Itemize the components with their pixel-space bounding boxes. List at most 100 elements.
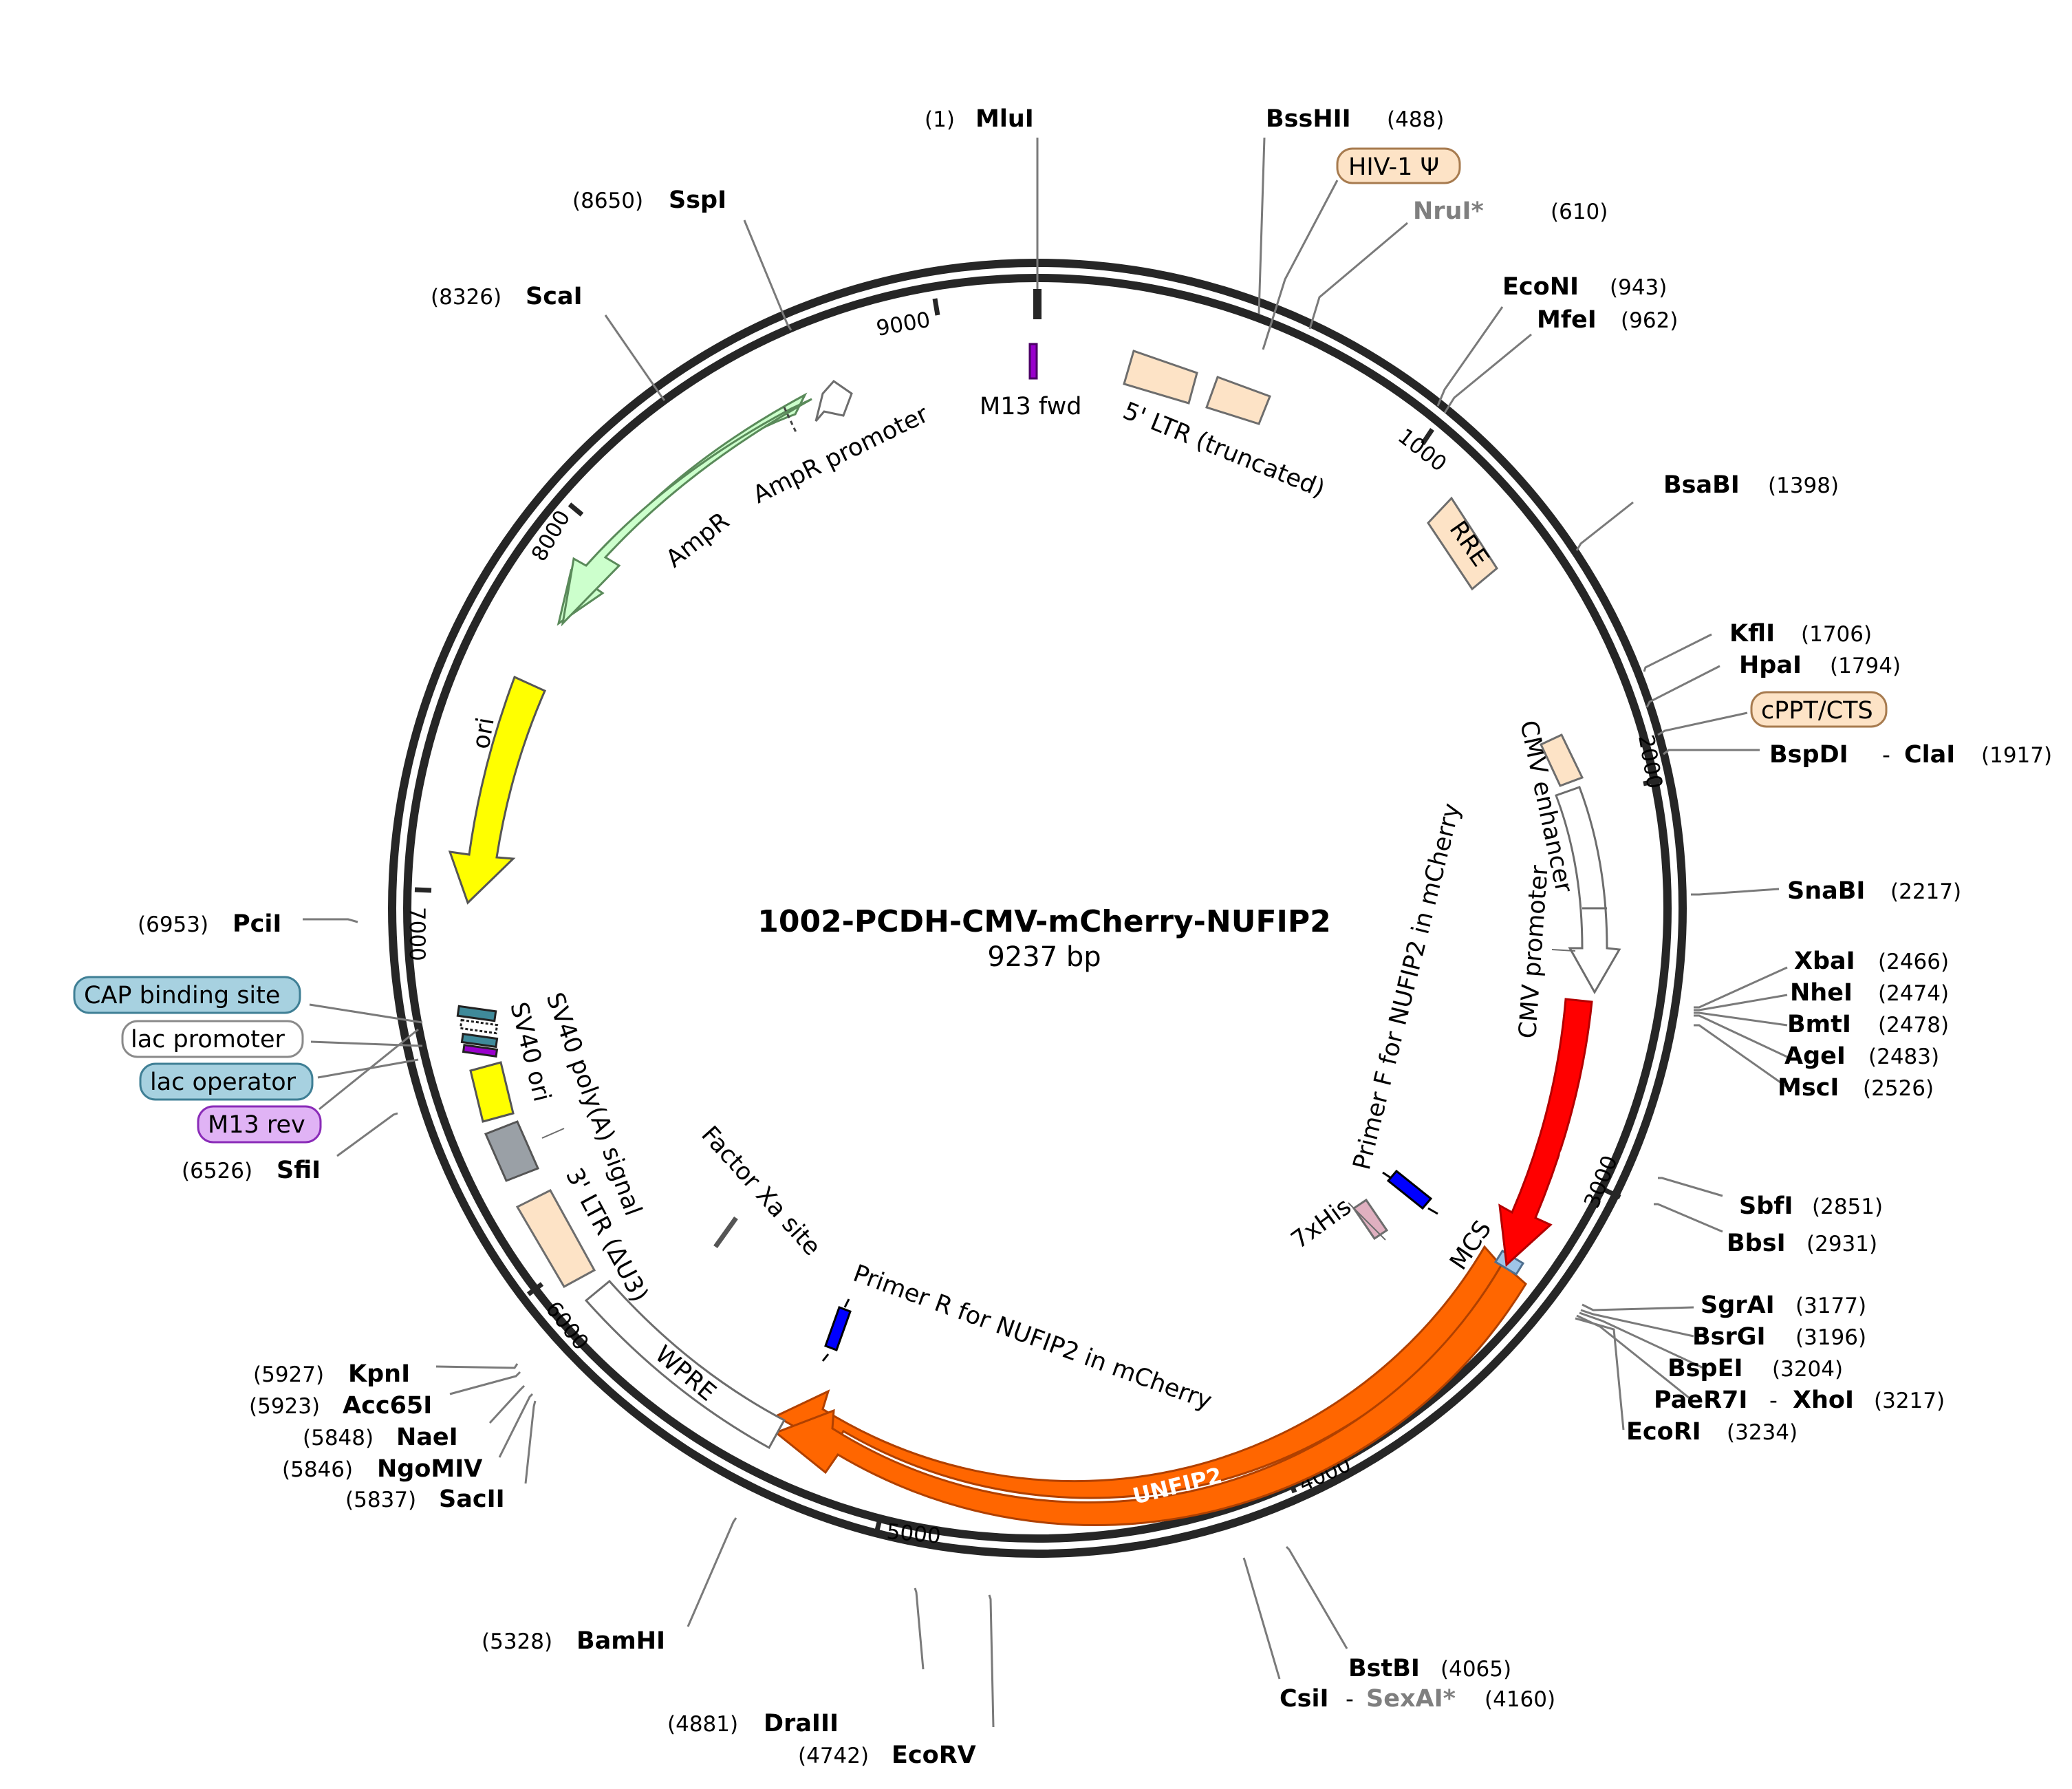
site-name-bsshii: BssHII [1266,105,1351,133]
site-hpai[interactable]: HpaI (1794) [1739,652,1901,679]
site-pos-pcii: (6953) [138,912,208,937]
site-kpni[interactable]: (5927) KpnI [253,1360,410,1388]
site-name-sbfi: SbfI [1739,1192,1793,1220]
site-pos-bmti: (2478) [1878,1013,1949,1038]
site-pos-draiii: (4881) [667,1712,738,1737]
site-name-pcii: PciI [233,910,281,938]
site-pos-xhoi: (3217) [1874,1389,1945,1413]
site-name-kfli: KflI [1729,620,1775,647]
site-pos-bspei: (3204) [1772,1357,1843,1382]
site-pos-kfli: (1706) [1801,622,1872,647]
site-xbai[interactable]: XbaI (2466) [1794,947,1949,975]
plasmid-size: 9237 bp [987,941,1101,973]
site-name-draiii: DraIII [764,1710,839,1737]
site-name-agei: AgeI [1784,1042,1846,1070]
feature-factor-xa[interactable]: Factor Xa site [695,1121,825,1261]
site-bsshii[interactable]: BssHII (488) [1266,105,1444,133]
site-name-mlui: MluI [975,105,1034,133]
pill-hiv1-psi[interactable]: HIV-1 Ψ [1336,147,1461,184]
feature-cap-binding-mark[interactable] [456,1005,497,1022]
site-name-sgrai: SgrAI [1701,1292,1775,1319]
site-bstbi[interactable]: BstBI (4065) [1348,1655,1511,1682]
site-sbfi[interactable]: SbfI (2851) [1739,1192,1883,1220]
site-name-clai: ClaI [1904,741,1955,769]
site-bbsi[interactable]: BbsI (2931) [1727,1230,1877,1257]
site-ngomiv[interactable]: (5846) NgoMIV [282,1455,482,1483]
site-bspdi-clai[interactable]: BspDI - ClaI (1917) [1769,741,2052,769]
feature-lac-promoter-mark[interactable] [459,1018,499,1035]
feature-primer-r[interactable]: Primer R for NUFIP2 in mCherry [821,1260,1216,1415]
site-naei[interactable]: (5848) NaeI [303,1424,458,1451]
feature-lac-operator-mark[interactable] [460,1032,499,1049]
site-msci[interactable]: MscI (2526) [1778,1074,1934,1102]
feature-m13-rev-mark[interactable] [462,1044,499,1058]
feature-primer-f[interactable]: Primer F for NUFIP2 in mCherry [1348,801,1466,1215]
site-sspi[interactable]: (8650) SspI [572,186,726,214]
site-mfei[interactable]: MfeI (962) [1537,306,1678,334]
feature-cppt-box[interactable] [1540,733,1584,787]
pill-lac-promoter[interactable]: lac promoter [121,1020,304,1058]
site-pos-acc65i: (5923) [249,1394,320,1419]
site-pcii[interactable]: (6953) PciI [138,910,281,938]
feature-7xhis[interactable]: 7xHis [1286,1193,1389,1255]
site-pos-sgrai: (3177) [1795,1294,1866,1318]
feature-ori[interactable]: ori [448,675,546,905]
pill-text-m13-rev: M13 rev [208,1111,305,1139]
feature-mcherry[interactable]: mCherry [1498,998,1605,1267]
callout-lines [303,137,1788,1728]
feature-ampr[interactable]: AmpR [557,392,812,627]
site-kfli[interactable]: KflI (1706) [1729,620,1872,647]
site-bmti[interactable]: BmtI (2478) [1787,1011,1949,1038]
site-bspei[interactable]: BspEI (3204) [1668,1355,1843,1382]
site-econi[interactable]: EcoNI (943) [1502,273,1667,301]
site-nrui[interactable]: NruI* (610) [1413,197,1608,225]
site-name-ngomiv: NgoMIV [377,1455,482,1483]
site-mlui[interactable]: (1) MluI [925,105,1034,133]
site-bamhi[interactable]: (5328) BamHI [482,1627,665,1655]
tick-3000 [1603,1187,1621,1200]
tick-label-5000: 5000 [885,1519,942,1549]
pill-cppt-cts[interactable]: cPPT/CTS [1750,691,1888,728]
feature-ampr-promoter[interactable]: AmpR promoter [748,380,933,509]
site-agei[interactable]: AgeI (2483) [1784,1042,1939,1070]
site-name-scai: ScaI [526,283,583,310]
feature-rre[interactable]: RRE [1427,496,1498,591]
site-pos-nhei: (2474) [1878,981,1949,1006]
site-ecorv[interactable]: (4742) EcoRV [798,1742,976,1769]
site-sgrai[interactable]: SgrAI (3177) [1701,1292,1866,1319]
feature-m13-fwd[interactable]: M13 fwd [980,343,1081,420]
site-name-sacii: SacII [439,1486,505,1513]
site-scai[interactable]: (8326) ScaI [431,283,583,310]
feature-label-primer-f: Primer F for NUFIP2 in mCherry [1348,801,1466,1173]
site-sfii[interactable]: (6526) SfiI [182,1157,321,1184]
site-pos-bsabi: (1398) [1768,473,1839,498]
site-dash-paer7i: - [1769,1386,1778,1413]
site-name-bspdi: BspDI [1769,741,1848,769]
site-name-bbsi: BbsI [1727,1230,1786,1257]
site-sacii[interactable]: (5837) SacII [345,1486,505,1513]
feature-unfip2[interactable]: UNFIP2 [773,1245,1527,1526]
site-bsrgi[interactable]: BsrGI (3196) [1692,1323,1866,1351]
pill-m13-rev[interactable]: M13 rev [197,1105,322,1144]
site-bsabi[interactable]: BsaBI (1398) [1663,471,1839,499]
tick-marks [414,298,1661,1534]
pill-cap-binding-site[interactable]: CAP binding site [73,976,301,1014]
site-pos-snabi: (2217) [1890,879,1961,904]
pill-lac-operator[interactable]: lac operator [139,1062,314,1101]
feature-5ltr[interactable]: 5' LTR (truncated) [1119,350,1329,503]
site-name-bsabi: BsaBI [1663,471,1740,499]
feature-wpre[interactable]: WPRE [584,1279,786,1450]
feature-label-7xhis: 7xHis [1286,1193,1357,1255]
site-snabi[interactable]: SnaBI (2217) [1787,877,1961,905]
site-pos-bamhi: (5328) [482,1629,552,1654]
pill-text-lac-operator: lac operator [150,1069,296,1096]
feature-label-m13-fwd: M13 fwd [980,393,1081,420]
site-draiii[interactable]: (4881) DraIII [667,1710,839,1737]
site-nhei[interactable]: NheI (2474) [1790,979,1949,1007]
site-acc65i[interactable]: (5923) Acc65I [249,1392,432,1420]
site-pos-mlui: (1) [925,107,955,132]
tick-label-9000: 9000 [874,308,932,341]
site-csii-sexai[interactable]: CsiI - SexAI* (4160) [1280,1685,1555,1713]
site-paer7i-xhoi[interactable]: PaeR7I - XhoI (3217) [1654,1386,1945,1414]
site-ecori[interactable]: EcoRI (3234) [1626,1418,1798,1446]
